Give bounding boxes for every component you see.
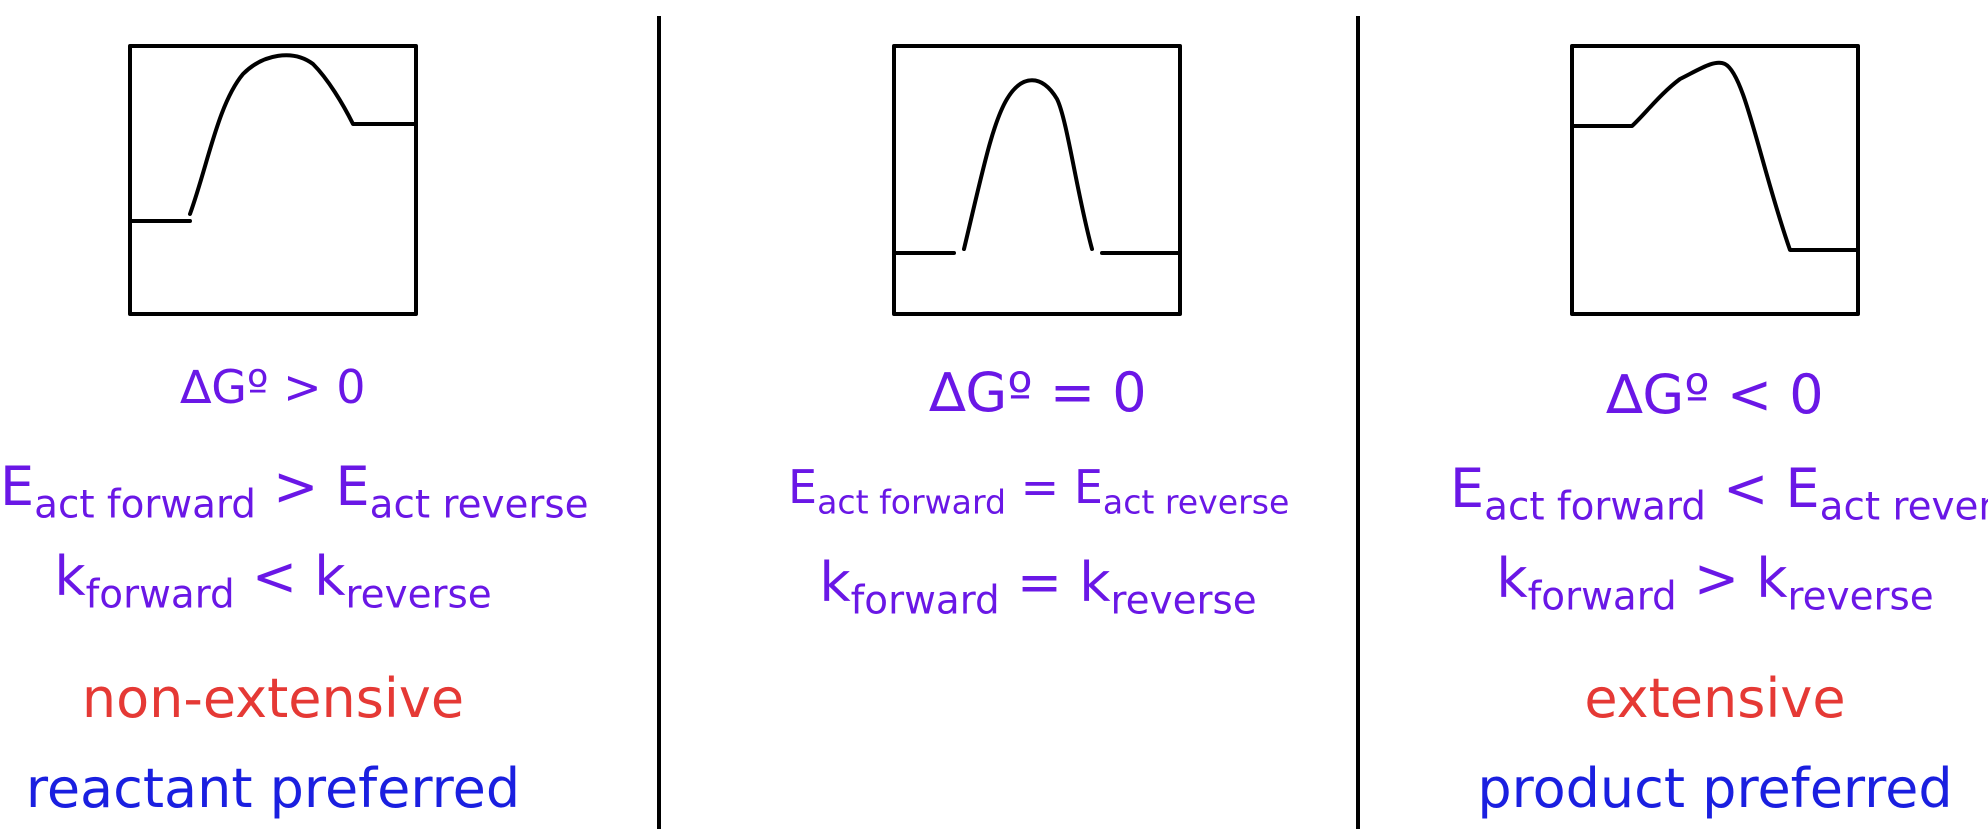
reaction-coordinate-curve [128,53,418,223]
preference-label: product preferred [1477,757,1953,820]
rate-constant-relation: kforward > kreverse [1496,547,1934,620]
diagram-frame [128,44,418,316]
delta-g-label: ∆Gº < 0 [1606,363,1824,426]
reaction-coordinate-curve [1570,60,1860,252]
energy-diagram-equilibrium [892,44,1182,316]
preference-label: reactant preferred [25,757,521,820]
delta-g-label: ∆Gº > 0 [180,360,366,414]
activation-energy-relation: Eact forward < Eact reverse [1450,457,1988,530]
extent-label: extensive [1584,667,1846,730]
panel-divider-right [1356,16,1360,829]
diagram-frame [892,44,1182,316]
energy-diagram-exergonic [1570,44,1860,316]
activation-energy-relation: Eact forward > Eact reverse [0,455,589,528]
energy-diagram-endergonic [128,44,418,316]
delta-g-label: ∆Gº = 0 [929,361,1147,424]
reaction-coordinate-curve [892,78,1182,255]
panel-divider-left [657,16,661,829]
rate-constant-relation: kforward < kreverse [54,545,492,618]
extent-label: non-extensive [81,667,465,730]
rate-constant-relation: kforward = kreverse [819,551,1257,624]
activation-energy-relation: Eact forward = Eact reverse [788,460,1290,522]
diagram-frame [1570,44,1860,316]
